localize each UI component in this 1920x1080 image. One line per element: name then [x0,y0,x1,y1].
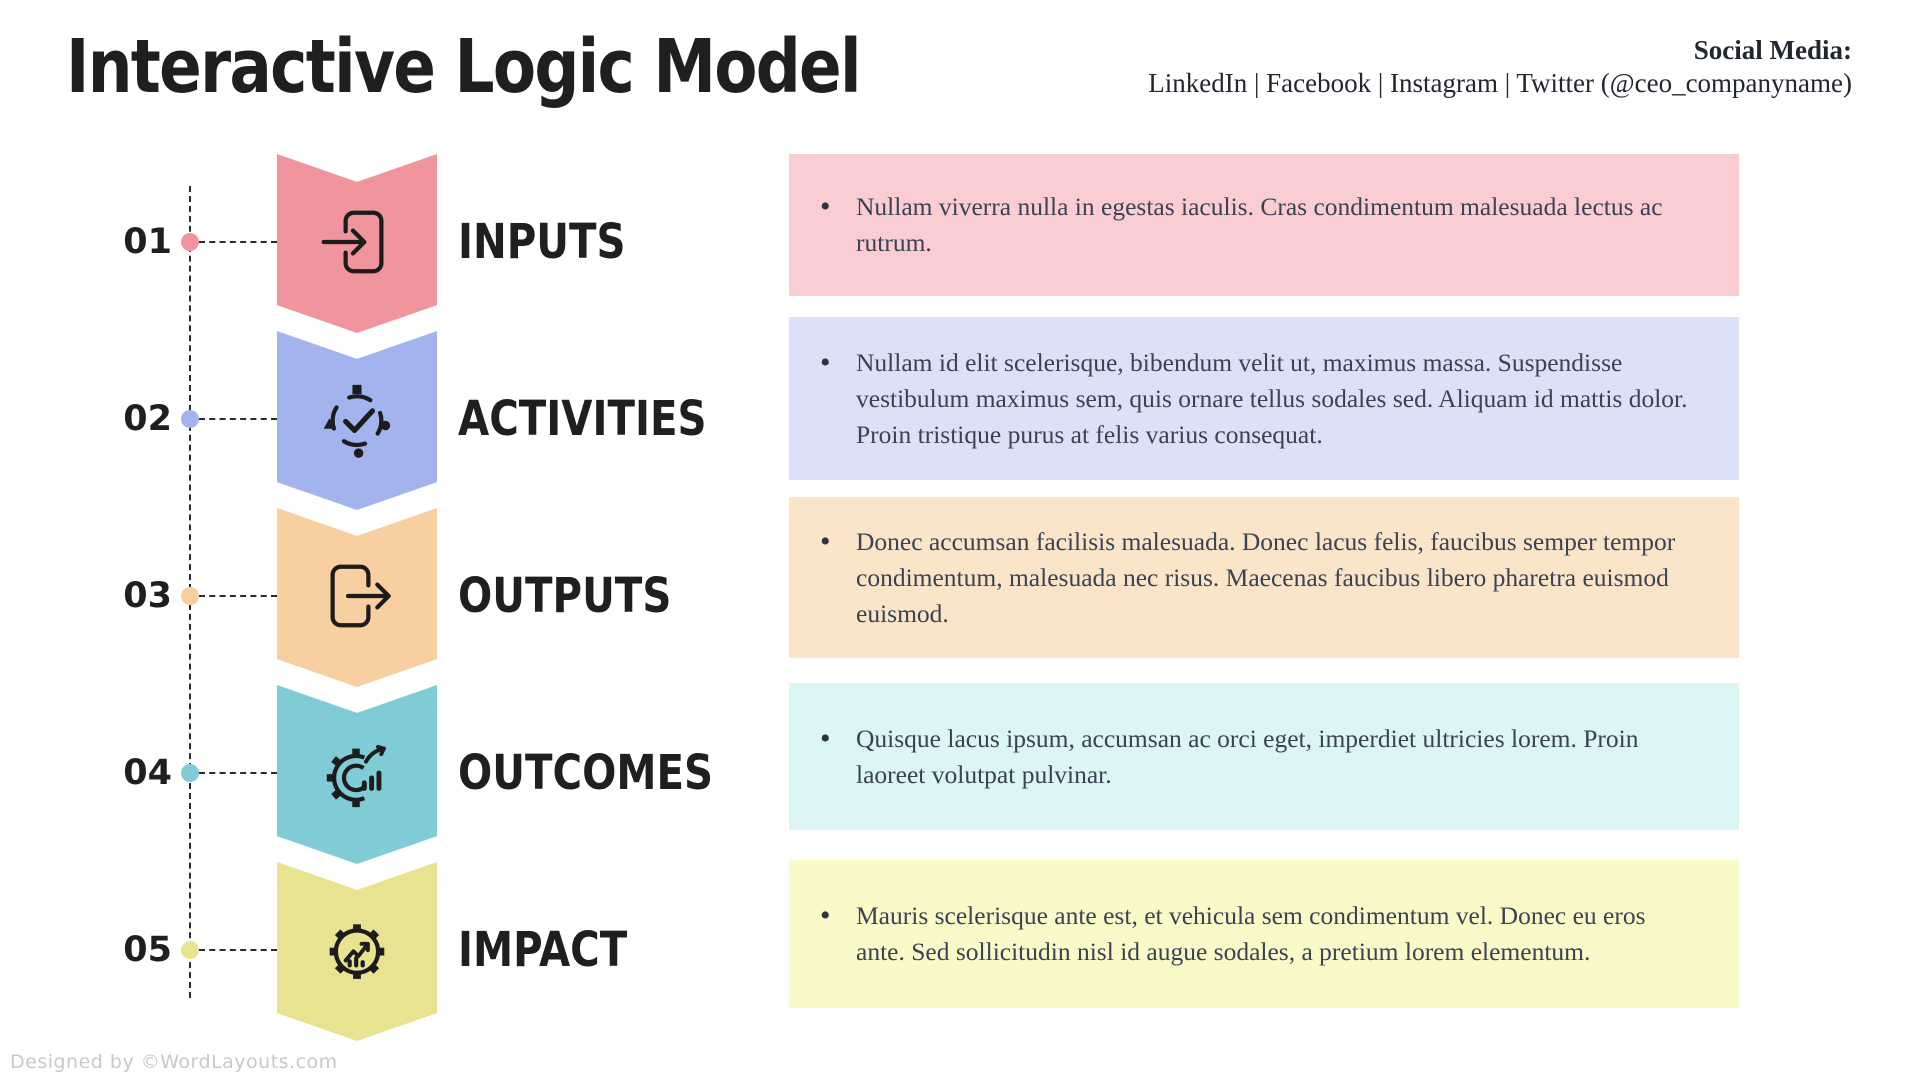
logout-icon [330,564,391,628]
step-number: 03 [123,576,172,616]
step-icon-slot [318,203,396,281]
connector-line [199,772,277,774]
credit-text: Designed by ©WordLayouts.com [10,1051,338,1073]
step-label: INPUTS [458,214,626,270]
timeline-dot [181,941,199,959]
description-box: • Donec accumsan facilisis malesuada. Do… [789,497,1739,658]
step-label: OUTPUTS [458,568,672,624]
connector-line [199,949,277,951]
gear-chart-icon [326,744,386,808]
step-label: ACTIVITIES [458,391,707,447]
description-text: Quisque lacus ipsum, accumsan ac orci eg… [856,723,1639,789]
logic-model-row: 03 OUTPUTS [0,508,1920,687]
timeline-dot [181,764,199,782]
step-number: 04 [123,753,172,793]
logic-model-row: 05 IMPACT [0,862,1920,1041]
description-content: • Nullam id elit scelerisque, bibendum v… [818,345,1697,453]
description-content: • Mauris scelerisque ante est, et vehicu… [818,898,1697,970]
bullet-marker: • [820,190,831,223]
chevron-banner [277,685,437,864]
social-media-heading: Social Media: [1693,35,1852,65]
step-label: OUTCOMES [458,745,714,801]
description-text: Nullam id elit scelerisque, bibendum vel… [856,347,1688,449]
bullet-marker: • [820,721,831,755]
page-title: Interactive Logic Model [66,24,862,110]
description-content: • Donec accumsan facilisis malesuada. Do… [818,524,1697,632]
bullet-marker: • [820,345,831,379]
step-number: 01 [123,222,172,262]
timeline-dot [181,410,199,428]
bullet-marker: • [820,899,831,932]
description-box: • Nullam viverra nulla in egestas iaculi… [789,154,1739,296]
step-icon-slot [318,911,396,989]
connector-line [199,418,277,420]
step-icon-slot [318,734,396,812]
gear-growth-icon [329,924,385,979]
logic-model-row: 02 ACTIVITIES [0,331,1920,510]
social-media-accounts: LinkedIn | Facebook | Instagram | Twitte… [1148,68,1852,98]
chevron-banner [277,862,437,1041]
bullet-marker: • [820,524,831,558]
cycle-check-icon [323,384,391,458]
timeline-dot [181,587,199,605]
timeline-dot [181,233,199,251]
description-text: Donec accumsan facilisis malesuada. Done… [856,526,1676,628]
social-media-info: Social Media: LinkedIn | Facebook | Inst… [1148,34,1852,100]
description-box: • Quisque lacus ipsum, accumsan ac orci … [789,683,1739,830]
description-content: • Nullam viverra nulla in egestas iaculi… [818,189,1697,261]
login-icon [321,210,384,274]
description-text: Mauris scelerisque ante est, et vehicula… [856,901,1646,966]
step-icon-slot [318,557,396,635]
connector-line [199,595,277,597]
description-box: • Nullam id elit scelerisque, bibendum v… [789,317,1739,480]
connector-line [199,241,277,243]
description-box: • Mauris scelerisque ante est, et vehicu… [789,860,1739,1008]
logic-model-row: 04 OUTCOMES [0,685,1920,864]
logic-model-row: 01 INPUTS [0,154,1920,333]
description-text: Nullam viverra nulla in egestas iaculis.… [856,192,1663,257]
step-number: 02 [123,399,172,439]
description-content: • Quisque lacus ipsum, accumsan ac orci … [818,721,1697,793]
step-number: 05 [123,930,172,970]
chevron-banner [277,331,437,510]
step-label: IMPACT [458,922,628,978]
step-icon-slot [318,380,396,458]
